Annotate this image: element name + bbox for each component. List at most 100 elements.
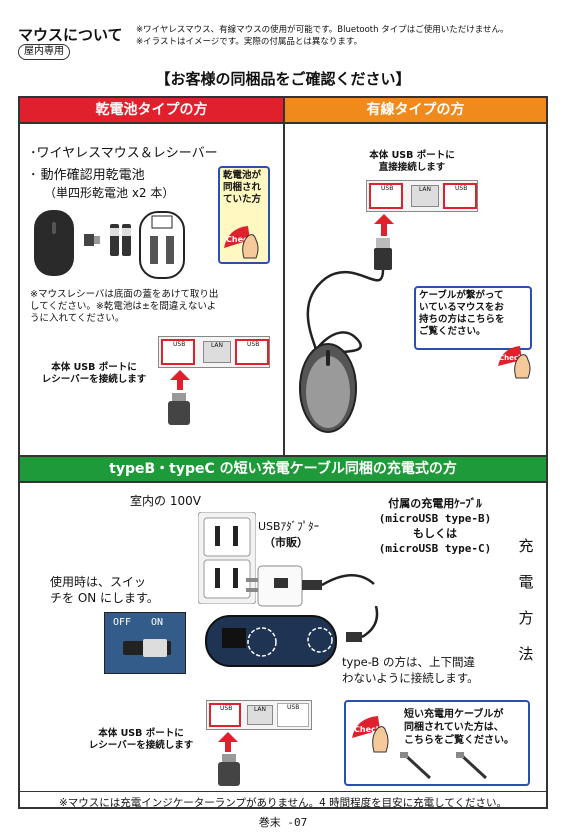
battery-callout: 乾電池が 同梱され ていた方	[218, 166, 270, 264]
port-label: LAN	[210, 342, 224, 349]
note-line: うに入れてください。	[30, 313, 125, 324]
typeb-note: type-B の方は、上下間違 わないように接続します。	[342, 654, 479, 686]
wireless-mouse	[34, 210, 74, 276]
switch-knob	[143, 639, 167, 657]
mouse-kit-illustration	[34, 210, 185, 279]
usb-port-panel: USB LAN USB	[366, 180, 478, 212]
callout-line: 同梱され	[223, 182, 262, 193]
outlet-label: 室内の 100V	[130, 494, 201, 508]
divider	[20, 791, 546, 792]
wired-connect-text: 本体 USB ポートに 直接接続します	[354, 150, 470, 174]
port-label: LAN	[253, 706, 267, 713]
callout-line: 乾電池が	[223, 170, 262, 181]
switch-on-label: ON	[151, 617, 164, 628]
switch-off-label: OFF	[113, 617, 132, 628]
divider	[20, 455, 546, 457]
usb-adapter-illustration	[246, 565, 375, 607]
connect-line: レシーバーを接続します	[41, 374, 147, 385]
port-label: USB	[220, 705, 233, 712]
usb-port-highlight: USB	[209, 703, 241, 727]
charge-type-heading: typeB・typeC の短い充電ケーブル同梱の充電式の方	[20, 457, 546, 481]
usb-port-highlight: USB	[161, 339, 195, 365]
wired-type-heading: 有線タイプの方	[285, 98, 546, 122]
footer-note: ※マウスには充電インジケーターランプがありません。4 時間程度を目安に充電してく…	[58, 797, 508, 809]
lan-port: LAN	[203, 341, 231, 363]
connect-line: 本体 USB ポートに	[98, 728, 184, 739]
arrow-up-icon	[374, 214, 394, 236]
callout-line: ご覧ください。	[419, 326, 486, 337]
usb-receiver	[84, 234, 94, 246]
callout-line: ていた方	[223, 194, 262, 205]
wall-outlet-illustration	[198, 512, 256, 604]
port-label: USB	[173, 341, 186, 348]
check-label: Check!	[499, 354, 526, 362]
battery-connect-text: 本体 USB ポートに レシーバーを接続します	[34, 362, 154, 386]
item-wireless-mouse: ･ワイヤレスマウス＆レシーバー	[30, 146, 218, 161]
usb-port-panel: USB LAN USB	[206, 700, 312, 730]
callout-line: いているマウスをお	[419, 302, 504, 313]
item-battery-spec: （単四形乾電池 x2 本）	[44, 186, 175, 200]
section-title: 【お客様の同梱品をご確認ください】	[155, 70, 411, 88]
vertical-char: 充	[518, 537, 534, 555]
battery-note: ※マウスレシーバは底面の蓋をあけて取り出 してください。※乾電池は±を間違えない…	[30, 289, 280, 325]
port-label: USB	[381, 185, 394, 192]
cable-line: (microUSB type-B)	[378, 512, 492, 525]
port-label: USB	[455, 185, 468, 192]
usb-port-panel: USB LAN USB	[158, 336, 270, 368]
usb-adapter-label: USBｱﾀﾞﾌﾟﾀｰ	[258, 520, 320, 533]
battery-type-heading: 乾電池タイプの方	[20, 98, 283, 122]
port-label: USB	[287, 704, 300, 711]
check-label: Check!	[226, 235, 257, 244]
note-line: ※マウスレシーバは底面の蓋をあけて取り出	[30, 289, 219, 300]
check-hand-icon: Check!	[224, 226, 259, 259]
note-line: わないように接続します。	[342, 671, 479, 685]
port-label: LAN	[418, 186, 432, 193]
check-hand-icon: Check!	[352, 716, 389, 753]
callout-line: 同梱されていた方は、	[404, 722, 504, 733]
page-number: 巻末 -07	[258, 816, 308, 829]
connect-line: 本体 USB ポートに	[51, 362, 137, 373]
rechargeable-mouse-illustration	[205, 606, 379, 667]
divider	[20, 122, 546, 124]
note-line: type-B の方は、上下間違	[342, 655, 475, 669]
charge-cable-text: 付属の充電用ｹｰﾌﾞﾙ (microUSB type-B) もしくは (micr…	[372, 496, 498, 556]
connect-line: レシーバーを接続します	[88, 740, 194, 751]
power-switch-closeup: OFF ON	[104, 612, 186, 674]
usb-receiver-icon	[168, 393, 190, 425]
usb-port-highlight: USB	[235, 339, 269, 365]
charge-connect-text: 本体 USB ポートに レシーバーを接続します	[66, 728, 216, 752]
column-divider	[283, 98, 285, 456]
usb-port-highlight: USB	[443, 183, 477, 209]
port-label: USB	[247, 341, 260, 348]
callout-line: ケーブルが繋がって	[419, 290, 504, 301]
divider	[20, 481, 546, 483]
connect-line: 直接接続します	[378, 162, 446, 173]
vertical-char: 電	[518, 573, 534, 591]
short-cable-icons	[400, 752, 488, 780]
charging-method-vertical: 充 電 方 法	[516, 528, 536, 672]
lan-port: LAN	[411, 185, 439, 207]
check-hand-icon: Check!	[498, 346, 531, 379]
callout-line: 持ちの方はこちらを	[419, 314, 505, 325]
connect-line: 本体 USB ポートに	[369, 150, 455, 161]
cable-line: (microUSB type-C)	[378, 542, 492, 555]
vertical-char: 方	[518, 609, 534, 627]
vertical-char: 法	[518, 645, 534, 663]
wired-callout: ケーブルが繋がって いているマウスをお 持ちの方はこちらを ご覧ください。	[414, 286, 532, 350]
header-note-1: ※ワイヤレスマウス、有線マウスの使用が可能です。Bluetooth タイプはご使…	[136, 25, 509, 35]
note-line: してください。※乾電池は±を間違えないよ	[30, 301, 217, 312]
arrow-up-icon	[218, 732, 238, 752]
cable-line: 付属の充電用ｹｰﾌﾞﾙ	[388, 497, 482, 510]
lan-port: LAN	[247, 705, 273, 725]
usb-port-highlight: USB	[369, 183, 403, 209]
contents-frame	[18, 96, 548, 809]
indoor-only-tag: 屋内専用	[18, 44, 70, 60]
usb-port: USB	[277, 703, 309, 727]
item-test-battery: ･ 動作確認用乾電池	[30, 168, 145, 183]
note-line: チを ON にします。	[50, 591, 159, 605]
arrow-up-icon	[170, 370, 190, 390]
check-label: Check!	[354, 725, 385, 734]
note-line: 使用時は、スイッ	[50, 575, 147, 589]
header-note-2: ※イラストはイメージです。実際の付属品とは異なります。	[136, 37, 363, 47]
cable-line: もしくは	[413, 527, 457, 540]
